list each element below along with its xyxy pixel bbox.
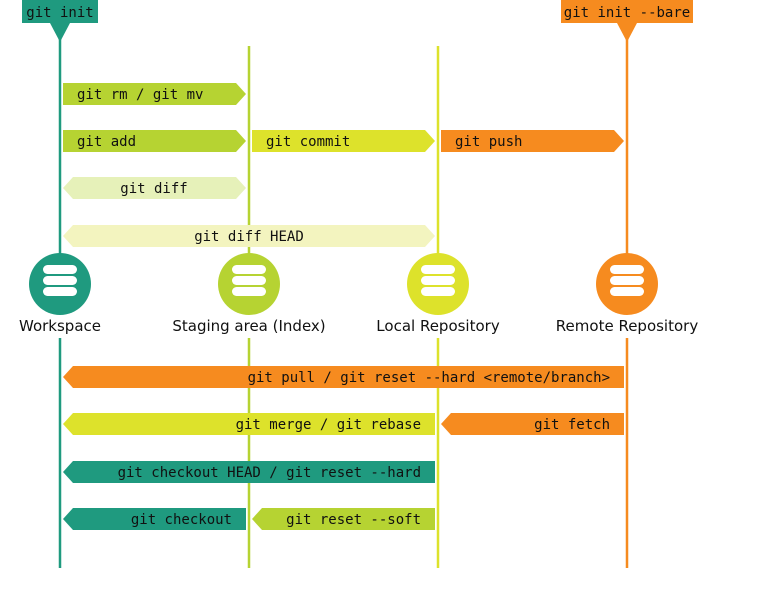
diff-head-label: git diff HEAD xyxy=(194,229,304,245)
git-init-tag: git init xyxy=(22,0,98,42)
merge-rebase-label: git merge / git rebase xyxy=(236,417,421,433)
staging-node: Staging area (Index) xyxy=(172,253,326,338)
remote-repo-label: Remote Repository xyxy=(556,317,699,335)
arrow-diff-head: git diff HEAD xyxy=(63,225,435,247)
add-label: git add xyxy=(77,134,136,150)
diff-label: git diff xyxy=(120,181,187,197)
arrow-pull-reset: git pull / git reset --hard <remote/bran… xyxy=(63,366,624,388)
arrow-add: git add xyxy=(63,130,246,152)
lifelines xyxy=(58,30,629,568)
reset-soft-label: git reset --soft xyxy=(286,512,421,528)
git-init-bare-tag: git init --bare xyxy=(561,0,693,42)
arrow-reset-soft: git reset --soft xyxy=(252,508,435,530)
commit-label: git commit xyxy=(266,134,350,150)
arrow-merge-rebase: git merge / git rebase xyxy=(63,413,435,435)
arrow-checkout-head: git checkout HEAD / git reset --hard xyxy=(63,461,435,483)
staging-label: Staging area (Index) xyxy=(172,317,325,335)
database-icon xyxy=(610,265,644,296)
checkout-label: git checkout xyxy=(131,512,232,528)
remote-repo-node: Remote Repository xyxy=(552,253,702,338)
push-label: git push xyxy=(455,134,522,150)
arrow-diff: git diff xyxy=(63,177,246,199)
arrow-checkout: git checkout xyxy=(63,508,246,530)
arrow-fetch: git fetch xyxy=(441,413,624,435)
git-init-bare-label: git init --bare xyxy=(564,5,690,21)
fetch-label: git fetch xyxy=(534,417,610,433)
rm-mv-label: git rm / git mv xyxy=(77,87,203,103)
local-repo-label: Local Repository xyxy=(376,317,500,335)
arrow-push: git push xyxy=(441,130,624,152)
workspace-label: Workspace xyxy=(19,317,101,335)
database-icon xyxy=(43,265,77,296)
database-icon xyxy=(232,265,266,296)
arrow-rm-mv: git rm / git mv xyxy=(63,83,246,105)
workspace-node: Workspace xyxy=(18,253,102,338)
arrow-commit: git commit xyxy=(252,130,435,152)
git-init-label: git init xyxy=(26,5,93,21)
database-icon xyxy=(421,265,455,296)
pull-reset-label: git pull / git reset --hard <remote/bran… xyxy=(248,370,610,386)
checkout-head-label: git checkout HEAD / git reset --hard xyxy=(118,465,421,481)
local-repo-node: Local Repository xyxy=(372,253,504,338)
